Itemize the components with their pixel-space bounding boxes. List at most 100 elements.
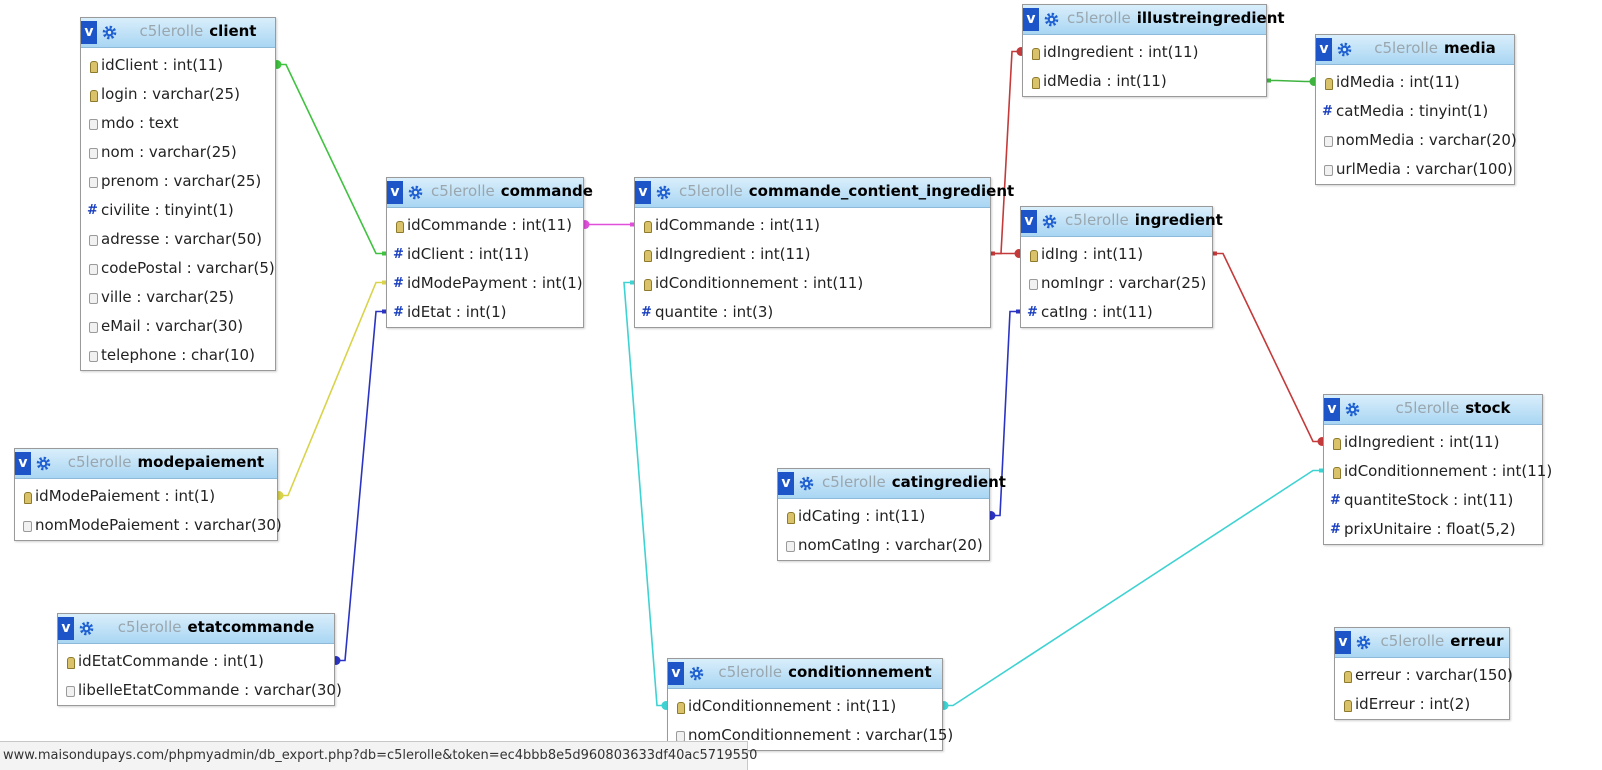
gear-icon[interactable]	[1355, 634, 1372, 651]
table-field[interactable]: idIngredient : int(11)	[635, 240, 990, 269]
database-name: c5lerolle	[431, 182, 495, 200]
table-field[interactable]: idIng : int(11)	[1021, 240, 1212, 269]
database-name: c5lerolle	[1065, 211, 1129, 229]
gear-icon[interactable]	[688, 665, 705, 682]
table-field[interactable]: idMedia : int(11)	[1023, 67, 1266, 96]
table-field[interactable]: idCommande : int(11)	[387, 211, 583, 240]
gear-icon[interactable]	[1344, 401, 1361, 418]
table-field[interactable]: nomMedia : varchar(20)	[1316, 126, 1517, 155]
toggle-columns-button[interactable]: v	[15, 452, 31, 475]
field-label: catIng : int(11)	[1041, 303, 1153, 321]
table-field[interactable]: idEtatCommande : int(1)	[58, 647, 334, 676]
field-label: nomConditionnement : varchar(15)	[688, 726, 954, 744]
table-field[interactable]: telephone : char(10)	[81, 341, 275, 370]
gear-icon[interactable]	[101, 24, 118, 41]
numeric-icon: #	[641, 305, 652, 320]
table-field[interactable]: idModePaiement : int(1)	[15, 482, 277, 511]
toggle-columns-button[interactable]: v	[1335, 631, 1351, 654]
toggle-columns-button[interactable]: v	[635, 181, 651, 204]
table-field[interactable]: idCommande : int(11)	[635, 211, 990, 240]
table-field[interactable]: adresse : varchar(50)	[81, 225, 275, 254]
table-field[interactable]: #idEtat : int(1)	[387, 298, 583, 327]
field-label: erreur : varchar(150)	[1355, 666, 1513, 684]
database-name: c5lerolle	[822, 473, 886, 491]
table-field[interactable]: urlMedia : varchar(100)	[1316, 155, 1514, 184]
table-field[interactable]: #idModePayment : int(1)	[387, 269, 583, 298]
table-field[interactable]: nom : varchar(25)	[81, 138, 275, 167]
gear-icon[interactable]	[1041, 213, 1058, 230]
table-field[interactable]: idErreur : int(2)	[1335, 690, 1509, 719]
table-field[interactable]: idClient : int(11)	[81, 51, 275, 80]
table-field[interactable]: idIngredient : int(11)	[1324, 428, 1542, 457]
gear-icon[interactable]	[35, 455, 52, 472]
table-field[interactable]: idConditionnement : int(11)	[1324, 457, 1552, 486]
field-label: prixUnitaire : float(5,2)	[1344, 520, 1516, 538]
table-field[interactable]: eMail : varchar(30)	[81, 312, 275, 341]
table-field[interactable]: codePostal : varchar(5)	[81, 254, 275, 283]
field-label: eMail : varchar(30)	[101, 317, 244, 335]
table-field[interactable]: nomIngr : varchar(25)	[1021, 269, 1212, 298]
toggle-columns-button[interactable]: v	[778, 472, 794, 495]
toggle-columns-button[interactable]: v	[1023, 8, 1039, 31]
table-field[interactable]: #idClient : int(11)	[387, 240, 583, 269]
table-field[interactable]: idIngredient : int(11)	[1023, 38, 1266, 67]
toggle-columns-button[interactable]: v	[81, 21, 97, 44]
toggle-columns-button[interactable]: v	[1324, 398, 1340, 421]
toggle-columns-button[interactable]: v	[668, 662, 684, 685]
table-field[interactable]: idConditionnement : int(11)	[635, 269, 990, 298]
table-field[interactable]: idConditionnement : int(11)	[668, 692, 942, 721]
table-field[interactable]: libelleEtatCommande : varchar(30)	[58, 676, 342, 705]
table-field[interactable]: #catMedia : tinyint(1)	[1316, 97, 1514, 126]
table-field[interactable]: nomCatIng : varchar(20)	[778, 531, 989, 560]
table-field[interactable]: idMedia : int(11)	[1316, 68, 1514, 97]
table-field[interactable]: prenom : varchar(25)	[81, 167, 275, 196]
gear-icon[interactable]	[78, 620, 95, 637]
table-field[interactable]: ville : varchar(25)	[81, 283, 275, 312]
toggle-columns-button[interactable]: v	[58, 617, 74, 640]
table-field[interactable]: login : varchar(25)	[81, 80, 275, 109]
gear-icon[interactable]	[1043, 11, 1060, 28]
table-field[interactable]: mdo : text	[81, 109, 275, 138]
table-field[interactable]: erreur : varchar(150)	[1335, 661, 1513, 690]
table-field[interactable]: nomModePaiement : varchar(30)	[15, 511, 282, 540]
table-field[interactable]: #quantite : int(3)	[635, 298, 990, 327]
gear-icon[interactable]	[1336, 41, 1353, 58]
table-field[interactable]: #civilite : tinyint(1)	[81, 196, 275, 225]
gear-icon[interactable]	[407, 184, 424, 201]
table-field[interactable]: #quantiteStock : int(11)	[1324, 486, 1542, 515]
toggle-columns-button[interactable]: v	[1021, 210, 1037, 233]
gear-icon[interactable]	[655, 184, 672, 201]
table-field[interactable]: #prixUnitaire : float(5,2)	[1324, 515, 1542, 544]
toggle-columns-button[interactable]: v	[1316, 38, 1332, 61]
toggle-columns-button[interactable]: v	[387, 181, 403, 204]
gear-icon[interactable]	[798, 475, 815, 492]
database-name: c5lerolle	[1067, 9, 1131, 27]
table-field[interactable]: #catIng : int(11)	[1021, 298, 1212, 327]
table-field[interactable]: idCating : int(11)	[778, 502, 989, 531]
